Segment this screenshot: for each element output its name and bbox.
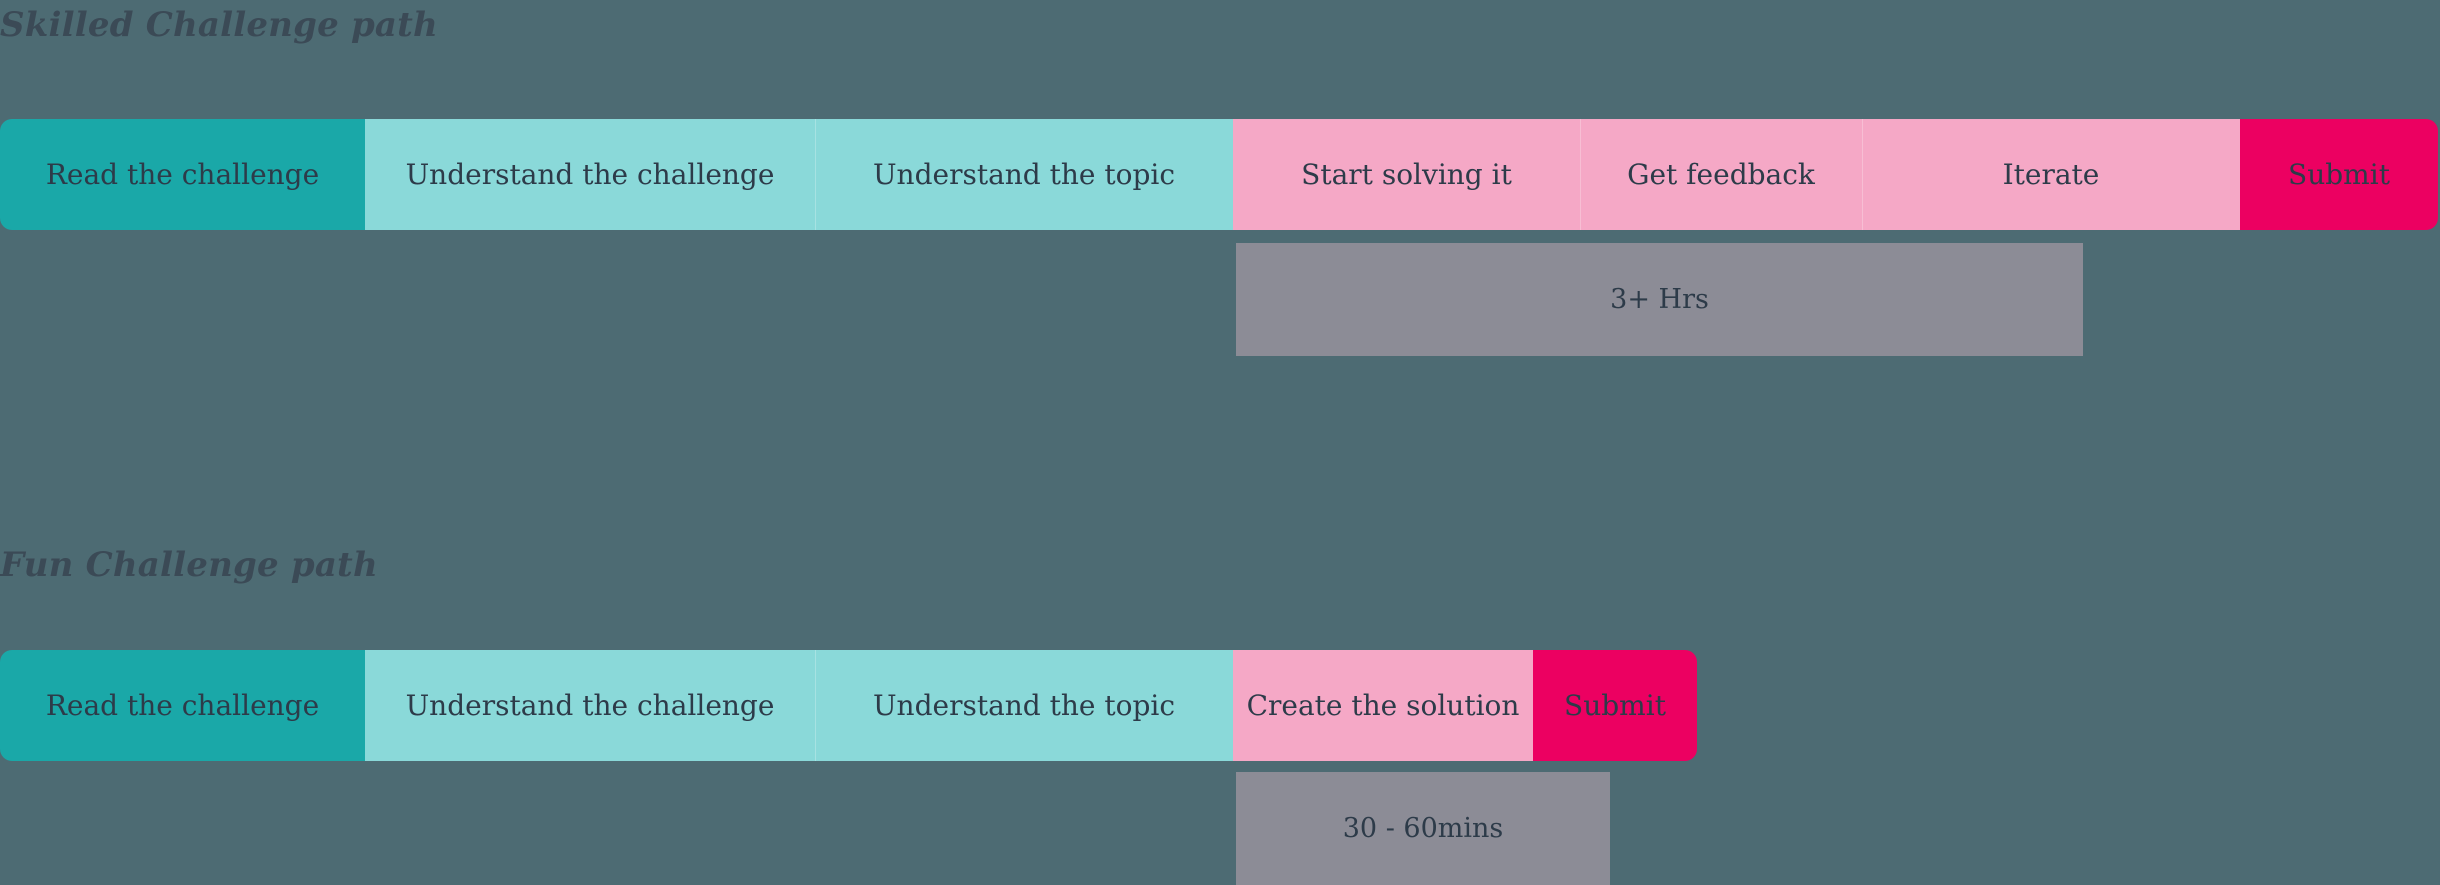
path-step-read-the-challenge[interactable]: Read the challenge — [0, 119, 365, 230]
path-step-submit[interactable]: Submit — [2240, 119, 2438, 230]
path-step-start-solving-it[interactable]: Start solving it — [1233, 119, 1580, 230]
duration-bar-skilled: 3+ Hrs — [1236, 243, 2083, 356]
path-step-get-feedback[interactable]: Get feedback — [1580, 119, 1862, 230]
path-step-understand-the-challenge-fun[interactable]: Understand the challenge — [365, 650, 815, 761]
duration-bar-fun: 30 - 60mins — [1236, 772, 1610, 885]
path-step-understand-the-challenge[interactable]: Understand the challenge — [365, 119, 815, 230]
section-title-skilled: Skilled Challenge path — [0, 5, 438, 45]
path-step-submit-fun[interactable]: Submit — [1533, 650, 1697, 761]
path-bar-skilled: Read the challenge Understand the challe… — [0, 119, 2438, 230]
section-title-fun: Fun Challenge path — [0, 545, 378, 585]
path-step-understand-the-topic-fun[interactable]: Understand the topic — [815, 650, 1233, 761]
path-step-create-the-solution[interactable]: Create the solution — [1233, 650, 1533, 761]
path-step-iterate[interactable]: Iterate — [1862, 119, 2240, 230]
path-step-read-the-challenge-fun[interactable]: Read the challenge — [0, 650, 365, 761]
path-bar-fun: Read the challenge Understand the challe… — [0, 650, 1697, 761]
path-step-understand-the-topic[interactable]: Understand the topic — [815, 119, 1233, 230]
